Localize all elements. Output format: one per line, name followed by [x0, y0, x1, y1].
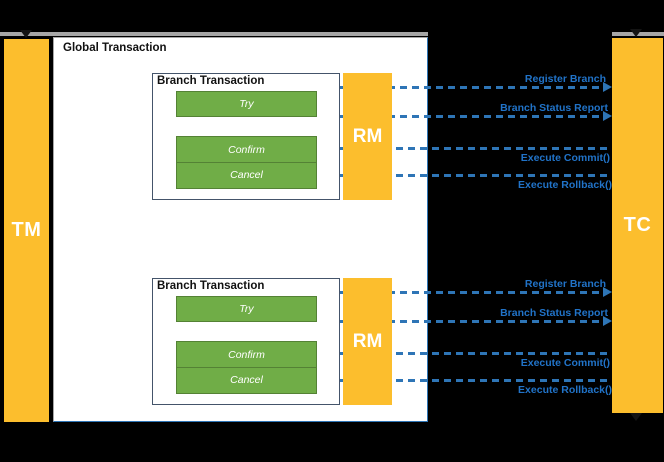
arrow-execute-commit-1: [324, 147, 610, 150]
try-phase-box: Try: [176, 296, 317, 322]
arrowhead-right-icon: [603, 111, 612, 121]
arrow-execute-rollback-1: [324, 174, 610, 177]
branch-transaction-group-1: Branch Transaction Try Confirm Cancel RM: [152, 73, 392, 200]
arrow-branch-status-report-2: [316, 320, 605, 323]
branch-transaction-box: Branch Transaction Try Confirm Cancel: [152, 73, 340, 200]
branch-transaction-group-2: Branch Transaction Try Confirm Cancel RM: [152, 278, 392, 405]
tc-box: TC: [612, 38, 663, 413]
rm-box: RM: [343, 278, 392, 405]
arrow-register-branch-1: [316, 86, 605, 89]
tc-top-arrow-icon: [630, 29, 642, 37]
confirm-phase-box: Confirm: [176, 136, 317, 163]
branch-transaction-title: Branch Transaction: [157, 280, 265, 292]
message-label-branch-status-report: Branch Status Report: [500, 102, 608, 114]
message-label-branch-status-report: Branch Status Report: [500, 307, 608, 319]
confirm-cancel-stack: Confirm Cancel: [176, 341, 317, 395]
cancel-phase-box: Cancel: [176, 161, 317, 189]
arrowhead-right-icon: [603, 316, 612, 326]
arrowhead-right-icon: [603, 287, 612, 297]
tm-top-arrow-icon: [20, 30, 32, 38]
cancel-phase-box: Cancel: [176, 366, 317, 394]
global-transaction-title: Global Transaction: [63, 42, 167, 54]
message-label-execute-commit: Execute Commit(): [520, 152, 610, 164]
message-label-execute-rollback: Execute Rollback(): [518, 384, 612, 396]
arrowhead-right-icon: [603, 82, 612, 92]
message-label-execute-rollback: Execute Rollback(): [518, 179, 612, 191]
arrow-register-branch-2: [316, 291, 605, 294]
rm-label: RM: [352, 330, 383, 352]
message-label-execute-commit: Execute Commit(): [520, 357, 610, 369]
tc-bottom-arrow-icon: [630, 413, 642, 421]
rm-box: RM: [343, 73, 392, 200]
try-phase-box: Try: [176, 91, 317, 117]
arrow-branch-status-report-1: [316, 115, 605, 118]
confirm-cancel-stack: Confirm Cancel: [176, 136, 317, 190]
arrow-execute-commit-2: [324, 352, 610, 355]
branch-transaction-title: Branch Transaction: [157, 75, 265, 87]
confirm-phase-box: Confirm: [176, 341, 317, 368]
message-label-register-branch: Register Branch: [524, 278, 606, 290]
top-rule-left: [0, 32, 428, 36]
branch-transaction-box: Branch Transaction Try Confirm Cancel: [152, 278, 340, 405]
tm-box: TM: [4, 39, 49, 422]
arrow-execute-rollback-2: [324, 379, 610, 382]
tm-label: TM: [11, 219, 42, 241]
tc-label: TC: [623, 214, 652, 236]
message-label-register-branch: Register Branch: [524, 73, 606, 85]
rm-label: RM: [352, 125, 383, 147]
